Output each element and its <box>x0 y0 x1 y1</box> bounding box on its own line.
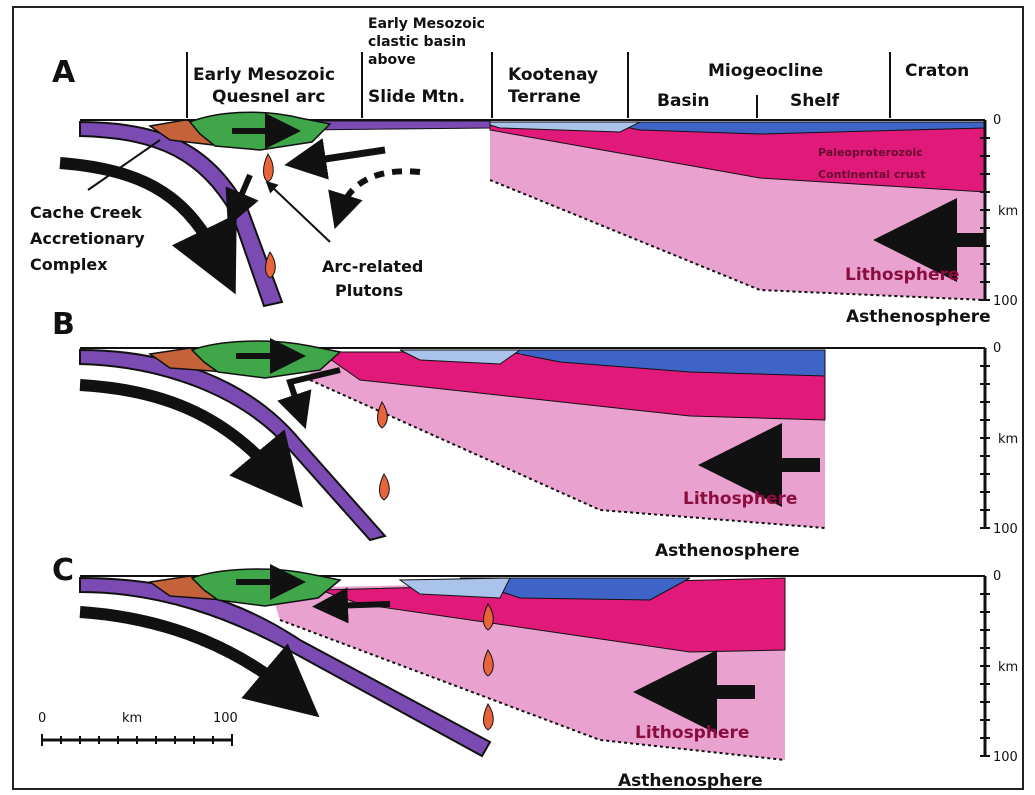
scale-unit: km <box>122 711 142 726</box>
depth-c-bottom: 100 <box>993 750 1018 765</box>
depth-a-bottom: 100 <box>993 294 1018 309</box>
panel-a-backarc-arrow <box>305 150 385 162</box>
header-craton: Craton <box>905 61 969 81</box>
panel-a: A Early Mesozoic Quesnel arc Early Mesoz… <box>30 16 991 327</box>
label-crust-1: Paleoproterozoic <box>818 146 923 159</box>
scale-right: 100 <box>213 711 238 726</box>
label-cache-creek-3: Complex <box>30 255 108 274</box>
depth-scale-a: 0 km 100 <box>980 113 1018 309</box>
depth-a-unit: km <box>998 204 1018 219</box>
panel-a-pluton-lower <box>266 252 276 278</box>
panel-c-backarc-arrow <box>330 604 390 606</box>
panel-c: C Lithosphere Asthenosphere <box>52 553 985 791</box>
header-shelf: Shelf <box>790 91 840 111</box>
label-cache-creek-1: Cache Creek <box>30 203 142 222</box>
label-plutons-2: Plutons <box>335 281 403 300</box>
panel-a-dashed-arrow <box>340 171 420 212</box>
scale-left: 0 <box>38 711 46 726</box>
header-miogeocline: Miogeocline <box>708 61 823 81</box>
panel-c-letter: C <box>52 553 74 588</box>
label-asthenosphere-b: Asthenosphere <box>655 541 800 561</box>
header-clastic-line4: Slide Mtn. <box>368 87 465 107</box>
label-lithosphere-a: Lithosphere <box>845 265 959 285</box>
label-cache-creek-2: Accretionary <box>30 229 145 248</box>
header-clastic-line2: clastic basin <box>368 34 466 50</box>
panel-c-pluton-3 <box>484 704 494 730</box>
depth-c-top: 0 <box>993 569 1001 584</box>
header-clastic-line3: above <box>368 52 416 68</box>
label-lithosphere-b: Lithosphere <box>683 489 797 509</box>
depth-b-top: 0 <box>993 341 1001 356</box>
depth-a-top: 0 <box>993 113 1001 128</box>
label-lithosphere-c: Lithosphere <box>635 723 749 743</box>
panel-b-letter: B <box>52 307 75 342</box>
panel-b: B Lithosphere Asthenosphere <box>52 307 985 561</box>
header-basin: Basin <box>657 91 709 111</box>
label-asthenosphere-a: Asthenosphere <box>846 307 991 327</box>
panel-b-pluton-lower <box>380 474 390 500</box>
horizontal-scale-bar: 0 km 100 <box>38 711 238 746</box>
header-quesnel-line1: Early Mesozoic <box>193 65 335 85</box>
header-kootenay-line2: Terrane <box>508 87 581 107</box>
label-asthenosphere-c: Asthenosphere <box>618 771 763 791</box>
label-plutons-1: Arc-related <box>322 257 423 276</box>
plutons-leader <box>270 185 330 242</box>
depth-scale-c: 0 km 100 <box>980 569 1018 765</box>
panel-a-pluton-upper <box>264 154 274 182</box>
depth-c-unit: km <box>998 660 1018 675</box>
panel-a-letter: A <box>52 55 76 90</box>
depth-b-unit: km <box>998 432 1018 447</box>
label-crust-2: Continental crust <box>818 168 925 181</box>
depth-b-bottom: 100 <box>993 522 1018 537</box>
depth-scale-b: 0 km 100 <box>980 341 1018 537</box>
header-quesnel-line2: Quesnel arc <box>212 87 326 107</box>
header-clastic-line1: Early Mesozoic <box>368 16 485 32</box>
header-kootenay-line1: Kootenay <box>508 65 598 85</box>
